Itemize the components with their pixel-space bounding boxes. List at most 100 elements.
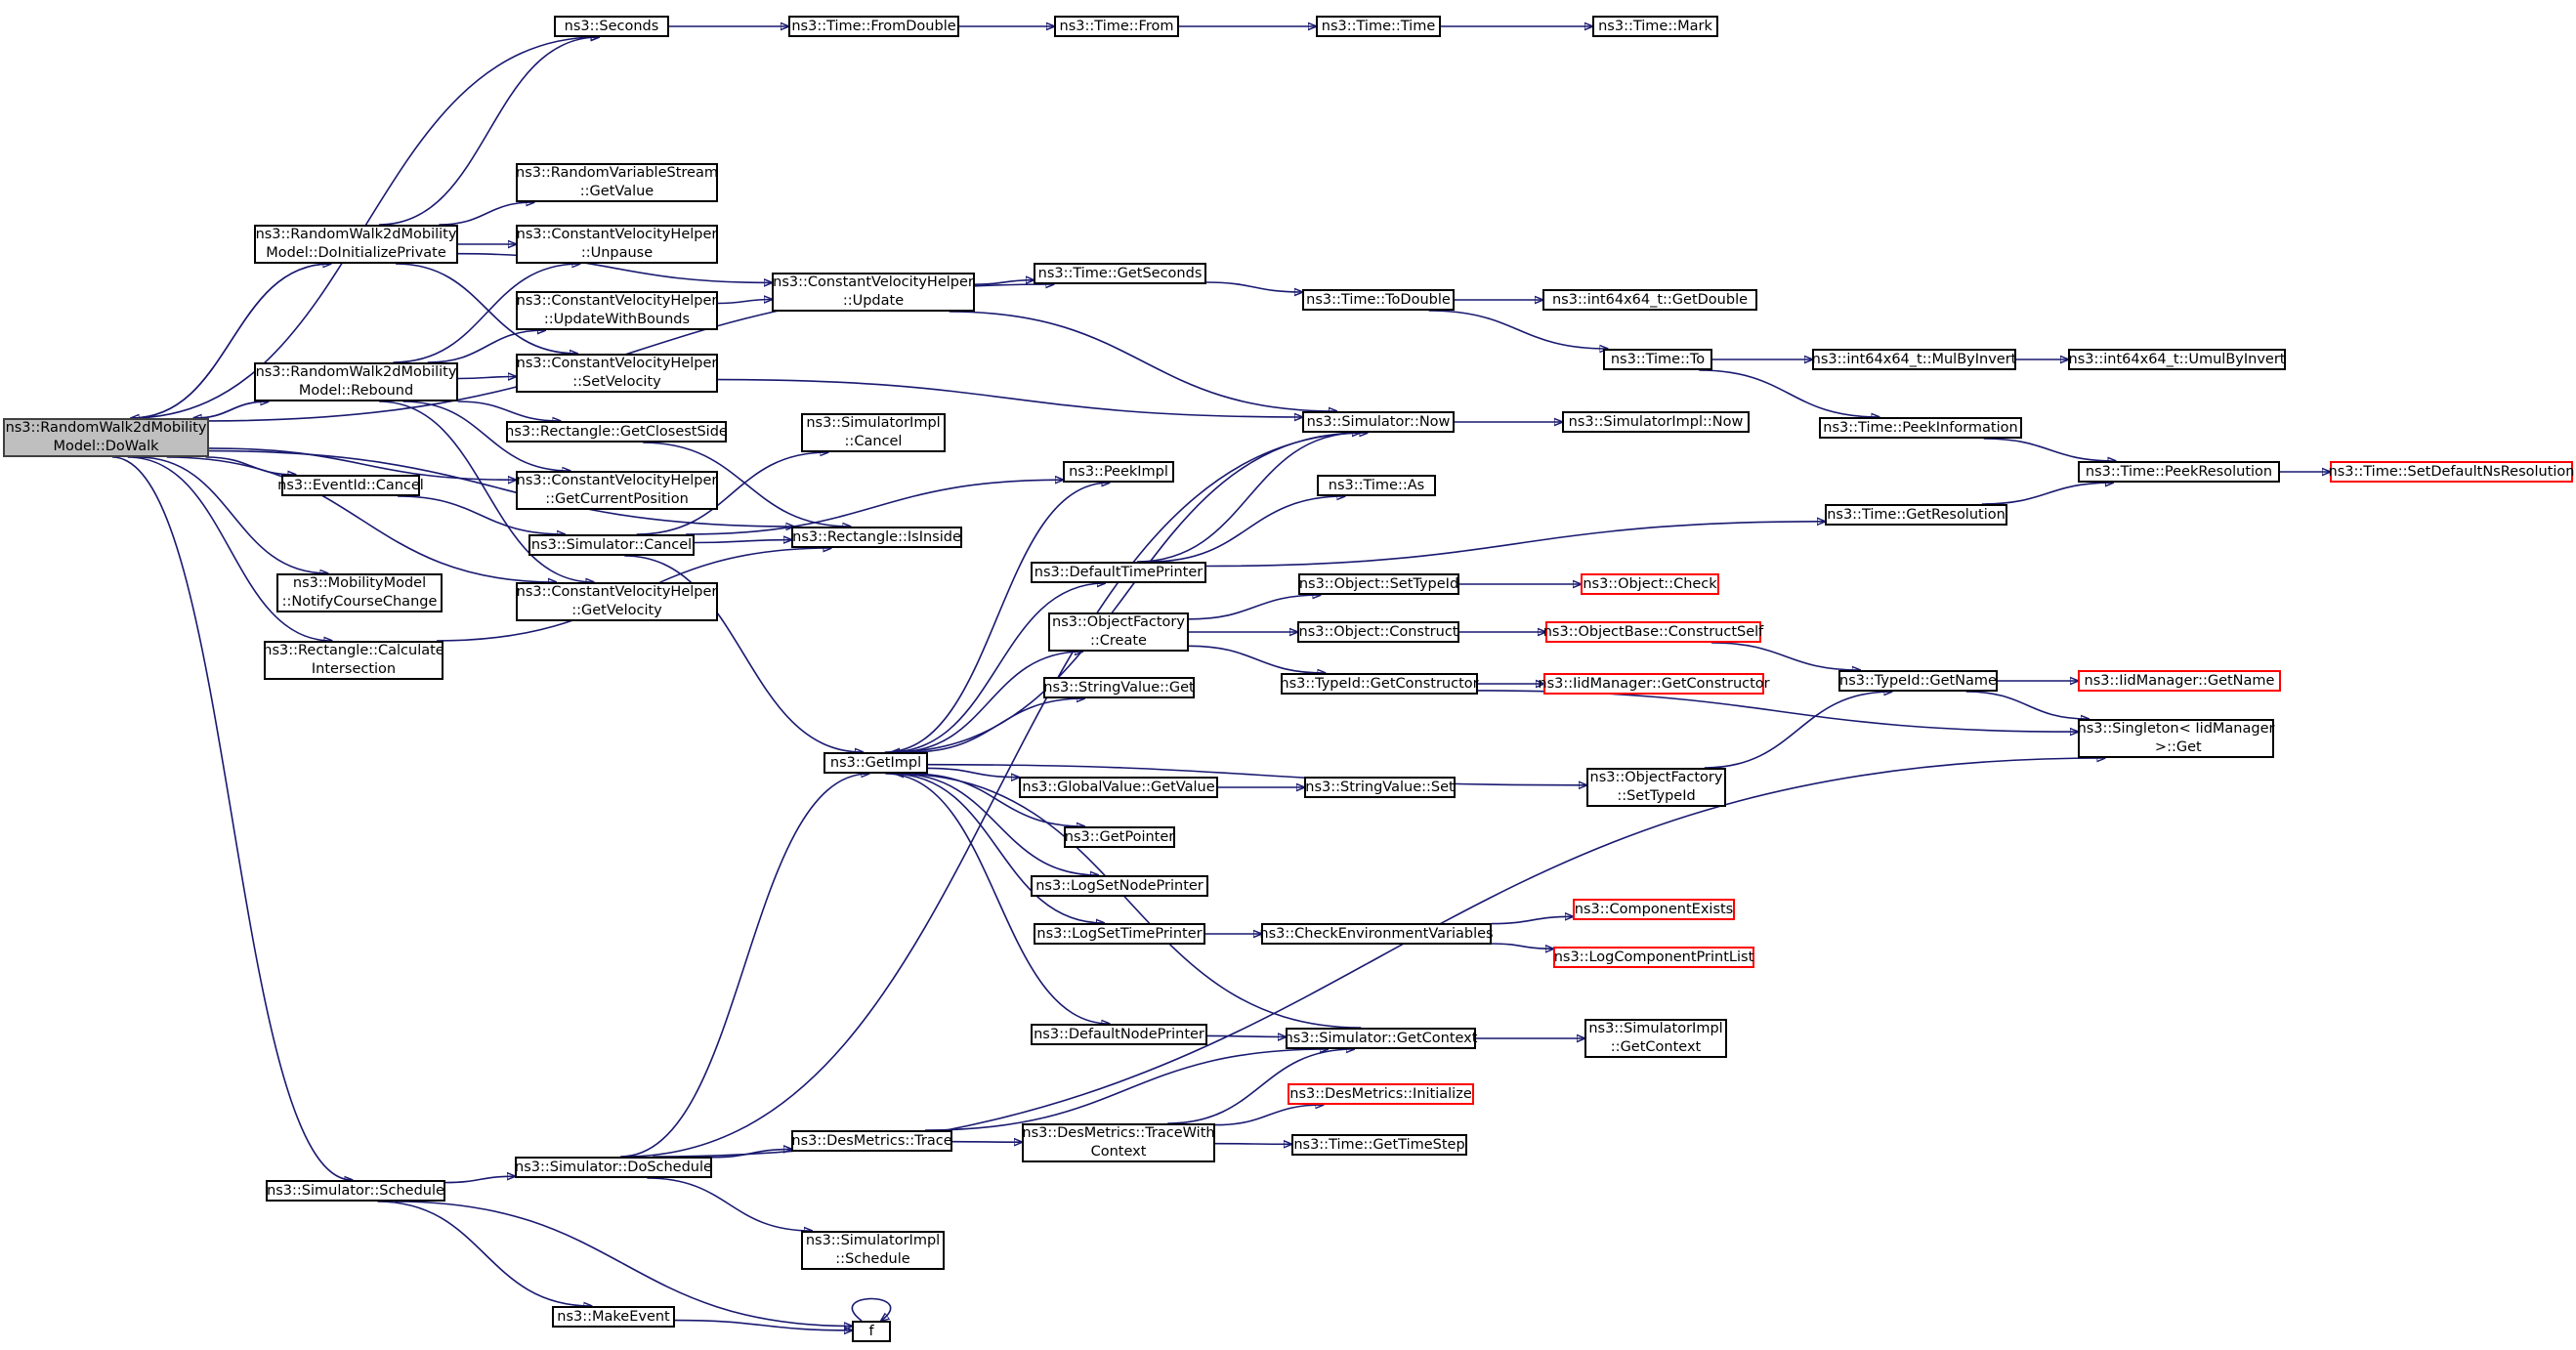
edge-rebound-to-setvel	[457, 377, 516, 379]
edge-rebound-to-getcurpos	[402, 401, 570, 471]
node-gvgetvalue[interactable]: ns3::GlobalValue::GetValue	[1019, 777, 1218, 798]
node-closest[interactable]: ns3::Rectangle::GetClosestSide	[505, 421, 728, 443]
node-doinit[interactable]: ns3::RandomWalk2dMobility Model::DoIniti…	[254, 225, 458, 264]
node-isinside[interactable]: ns3::Rectangle::IsInside	[791, 527, 962, 548]
node-typeidgetctor[interactable]: ns3::TypeId::GetConstructor	[1280, 673, 1479, 695]
node-iidgetname[interactable]: ns3::IidManager::GetName	[2078, 670, 2281, 692]
node-unpause[interactable]: ns3::ConstantVelocityHelper ::Unpause	[516, 225, 718, 264]
node-rebound[interactable]: ns3::RandomWalk2dMobility Model::Rebound	[254, 362, 458, 401]
edge-makeevent-to-f	[674, 1319, 852, 1330]
node-mobnotify[interactable]: ns3::MobilityModel ::NotifyCourseChange	[276, 573, 443, 612]
node-fromdouble[interactable]: ns3::Time::FromDouble	[788, 16, 959, 37]
node-logcomplist[interactable]: ns3::LogComponentPrintList	[1553, 947, 1754, 968]
node-peekimpl[interactable]: ns3::PeekImpl	[1063, 461, 1174, 483]
edge-simschedule-to-simdoschedule	[444, 1176, 515, 1184]
node-mark[interactable]: ns3::Time::Mark	[1592, 16, 1718, 37]
node-singleton[interactable]: ns3::Singleton< IidManager >::Get	[2078, 719, 2274, 758]
node-simimplcancel[interactable]: ns3::SimulatorImpl ::Cancel	[801, 413, 946, 452]
node-dowalk[interactable]: ns3::RandomWalk2dMobility Model::DoWalk	[3, 418, 209, 457]
node-objfcreate[interactable]: ns3::ObjectFactory ::Create	[1048, 612, 1189, 652]
node-rectcalc[interactable]: ns3::Rectangle::Calculate Intersection	[263, 641, 444, 680]
node-logsetnode[interactable]: ns3::LogSetNodePrinter	[1031, 875, 1208, 897]
edge-todouble-to-timeto	[1428, 310, 1608, 349]
node-deftimeprinter[interactable]: ns3::DefaultTimePrinter	[1031, 562, 1206, 583]
node-iidgetctor[interactable]: ns3::IidManager::GetConstructor	[1538, 673, 1770, 695]
node-mulbyinv[interactable]: ns3::int64x64_t::MulByInvert	[1812, 349, 2016, 370]
node-rvsget[interactable]: ns3::RandomVariableStream ::GetValue	[516, 163, 718, 202]
edge-destrace-to-simgetctx	[925, 1049, 1328, 1131]
edge-doinit-to-seconds	[378, 37, 599, 226]
edge-objfcreate-to-typeidgetctor	[1188, 645, 1326, 673]
edge-getimpl-to-logsetnode	[897, 773, 1098, 875]
node-simdoschedule[interactable]: ns3::Simulator::DoSchedule	[515, 1157, 712, 1178]
node-seconds[interactable]: ns3::Seconds	[554, 16, 669, 37]
node-umulbyinv[interactable]: ns3::int64x64_t::UmulByInvert	[2068, 349, 2286, 370]
node-updbounds[interactable]: ns3::ConstantVelocityHelper ::UpdateWith…	[516, 291, 718, 330]
edge-getimpl-to-objfsettypeid	[927, 763, 1586, 785]
node-simcancel[interactable]: ns3::Simulator::Cancel	[528, 534, 695, 556]
node-getcurpos[interactable]: ns3::ConstantVelocityHelper ::GetCurrent…	[516, 471, 718, 510]
node-f[interactable]: f	[852, 1321, 891, 1342]
node-simnow[interactable]: ns3::Simulator::Now	[1302, 411, 1455, 433]
edge-destracectx-to-desinit	[1214, 1105, 1323, 1126]
node-simschedule[interactable]: ns3::Simulator::Schedule	[266, 1180, 445, 1202]
node-simimplgetctx[interactable]: ns3::SimulatorImpl ::GetContext	[1584, 1019, 1727, 1058]
node-cvhupdate[interactable]: ns3::ConstantVelocityHelper ::Update	[772, 273, 975, 312]
edge-getimpl-to-strvalget	[910, 698, 1084, 753]
node-strvalget[interactable]: ns3::StringValue::Get	[1043, 677, 1195, 698]
node-peekres[interactable]: ns3::Time::PeekResolution	[2078, 461, 2280, 483]
node-desinit[interactable]: ns3::DesMetrics::Initialize	[1288, 1083, 1474, 1105]
node-objsettypeid[interactable]: ns3::Object::SetTypeId	[1298, 573, 1459, 595]
node-setvel[interactable]: ns3::ConstantVelocityHelper ::SetVelocit…	[516, 354, 718, 393]
node-objfsettypeid[interactable]: ns3::ObjectFactory ::SetTypeId	[1586, 768, 1726, 807]
node-gettimeres[interactable]: ns3::Time::GetResolution	[1825, 504, 2007, 526]
node-timeto[interactable]: ns3::Time::To	[1603, 349, 1712, 370]
node-simimplnow[interactable]: ns3::SimulatorImpl::Now	[1562, 411, 1750, 433]
edge-getimpl-to-deftimeprinter	[889, 583, 1106, 753]
node-destrace[interactable]: ns3::DesMetrics::Trace	[791, 1130, 952, 1152]
edge-checkenv-to-logcomplist	[1491, 943, 1553, 949]
node-defnodeprinter[interactable]: ns3::DefaultNodePrinter	[1031, 1024, 1207, 1045]
edge-simdoschedule-to-getimpl	[620, 774, 868, 1158]
node-simgetctx[interactable]: ns3::Simulator::GetContext	[1285, 1028, 1477, 1049]
node-from[interactable]: ns3::Time::From	[1054, 16, 1179, 37]
node-objconstruct[interactable]: ns3::Object::Construct	[1297, 621, 1459, 643]
node-checkenv[interactable]: ns3::CheckEnvironmentVariables	[1259, 923, 1494, 945]
node-getseconds[interactable]: ns3::Time::GetSeconds	[1034, 263, 1206, 284]
node-makeevent[interactable]: ns3::MakeEvent	[552, 1306, 675, 1328]
edge-simcancel-to-getimpl	[624, 555, 863, 752]
node-objcheck[interactable]: ns3::Object::Check	[1581, 573, 1719, 595]
edge-simnow-to-getimpl	[892, 432, 1363, 752]
node-simimplschedule[interactable]: ns3::SimulatorImpl ::Schedule	[801, 1231, 945, 1270]
node-timeas[interactable]: ns3::Time::As	[1317, 475, 1436, 496]
node-strvalset[interactable]: ns3::StringValue::Set	[1304, 777, 1456, 798]
edge-getimpl-to-objfcreate	[895, 652, 1082, 753]
node-getimpl[interactable]: ns3::GetImpl	[823, 752, 928, 774]
node-setdefres[interactable]: ns3::Time::SetDefaultNsResolution	[2329, 461, 2574, 483]
edge-peekinfo-to-peekres	[1983, 438, 2116, 461]
node-logsettime[interactable]: ns3::LogSetTimePrinter	[1034, 923, 1205, 945]
edge-cvhupdate-to-simnow	[949, 311, 1336, 411]
node-todouble[interactable]: ns3::Time::ToDouble	[1302, 289, 1455, 311]
node-time[interactable]: ns3::Time::Time	[1316, 16, 1441, 37]
edge-timeto-to-peekinfo	[1699, 369, 1879, 417]
node-compexists[interactable]: ns3::ComponentExists	[1573, 899, 1735, 920]
node-peekinfo[interactable]: ns3::Time::PeekInformation	[1819, 417, 2022, 439]
edge-typeidgetname-to-singleton	[1965, 691, 2089, 719]
node-getpointer[interactable]: ns3::GetPointer	[1064, 826, 1175, 848]
node-eventcancel[interactable]: ns3::EventId::Cancel	[277, 475, 424, 496]
node-getvel[interactable]: ns3::ConstantVelocityHelper ::GetVelocit…	[516, 582, 718, 621]
edge-getimpl-to-gvgetvalue	[927, 767, 1019, 777]
edge-rebound-to-dowalk	[193, 401, 269, 418]
node-i64getdouble[interactable]: ns3::int64x64_t::GetDouble	[1542, 289, 1757, 311]
edge-dowalk-to-eventcancel	[205, 456, 296, 475]
edge-updbounds-to-cvhupdate	[717, 300, 772, 305]
node-typeidgetname[interactable]: ns3::TypeId::GetName	[1838, 670, 1998, 692]
edge-objfsettypeid-to-typeidgetname	[1704, 692, 1892, 769]
node-destracectx[interactable]: ns3::DesMetrics::TraceWith Context	[1022, 1123, 1215, 1162]
node-objbaseconstruct[interactable]: ns3::ObjectBase::ConstructSelf	[1543, 621, 1763, 643]
edge-doinit-to-rvsget	[439, 202, 533, 226]
edge-simdoschedule-to-simimplschedule	[647, 1177, 812, 1231]
node-gettimestep[interactable]: ns3::Time::GetTimeStep	[1291, 1134, 1467, 1156]
